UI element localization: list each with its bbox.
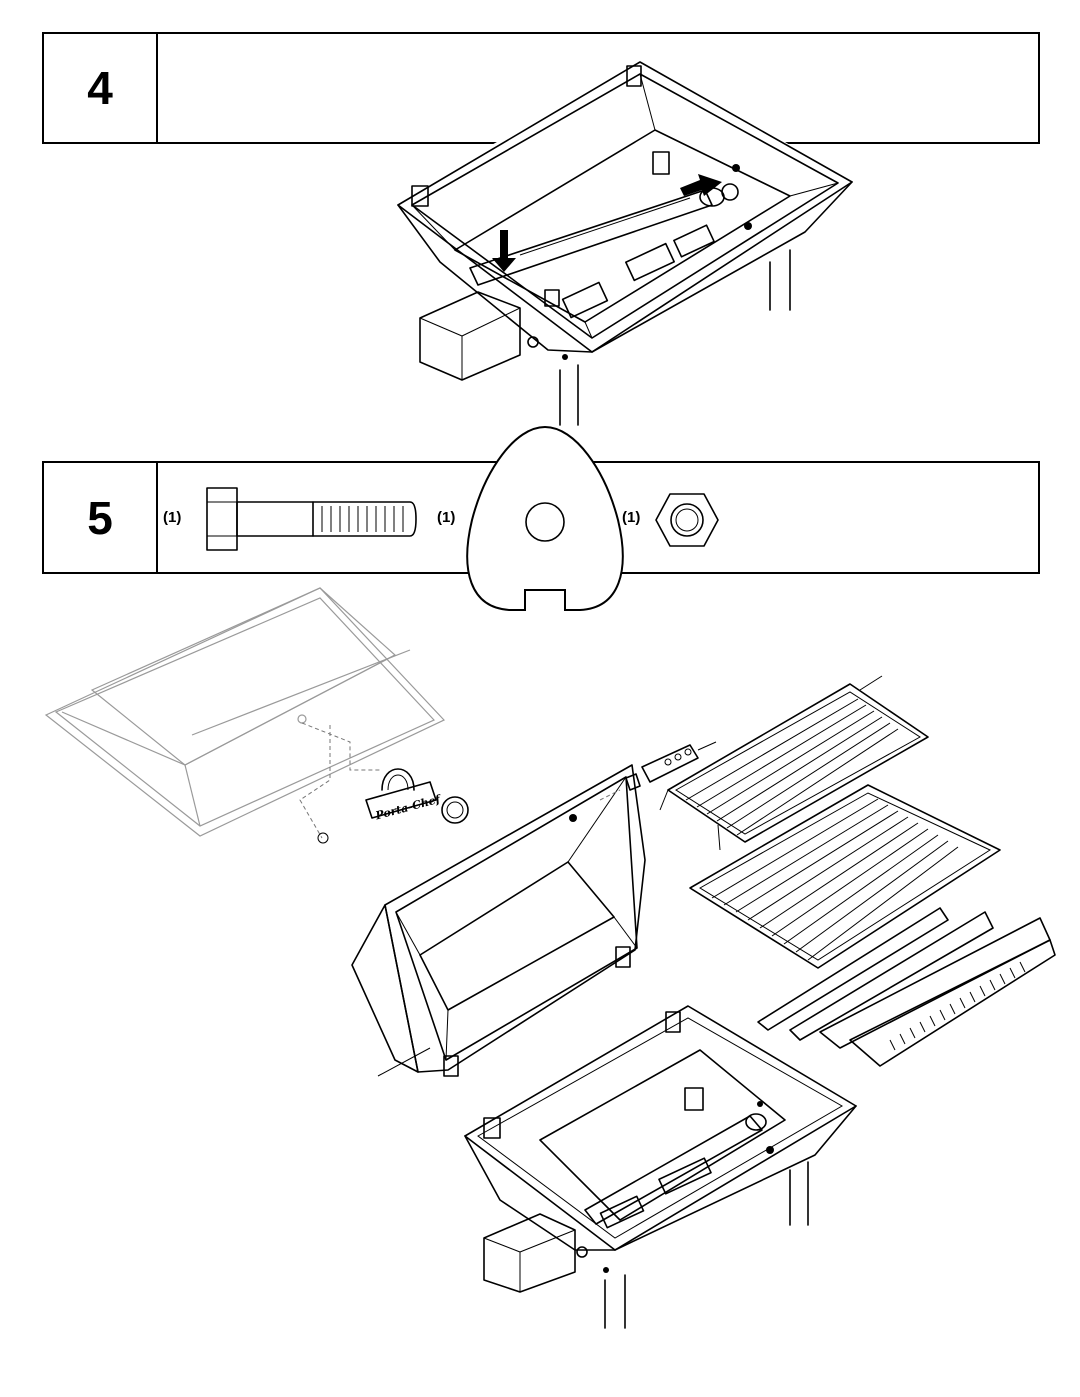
- svg-text:Porta-Chef: Porta-Chef: [373, 792, 444, 823]
- nut-quantity: (1): [622, 509, 641, 526]
- grill-lid-illustration: [44, 587, 446, 839]
- opened-lid-illustration: [351, 764, 646, 1077]
- lid-knob-icon: [317, 796, 469, 844]
- bottom-grill-base-illustration: [464, 1005, 857, 1329]
- hex-nut-icon: [655, 493, 719, 547]
- triangular-plate-icon: [466, 425, 624, 611]
- hex-bolt-icon: [206, 487, 417, 551]
- igniter-illustration: [599, 741, 717, 801]
- step-5-number-cell: 5: [44, 463, 158, 572]
- porta-chef-logo: Porta-Chef: [373, 792, 444, 823]
- step-4-grill-base-illustration: [397, 61, 853, 426]
- warming-rack-illustration: [659, 675, 929, 851]
- plate-quantity: (1): [437, 509, 456, 526]
- step-5-number: 5: [87, 491, 113, 544]
- lid-handle-illustration: [365, 768, 437, 819]
- bolt-quantity: (1): [163, 509, 182, 526]
- step-4-number: 4: [87, 62, 113, 114]
- step-4-number-cell: 4: [44, 34, 158, 142]
- heat-plates-illustration: [757, 907, 1056, 1067]
- cooking-grid-illustration: [689, 784, 1001, 969]
